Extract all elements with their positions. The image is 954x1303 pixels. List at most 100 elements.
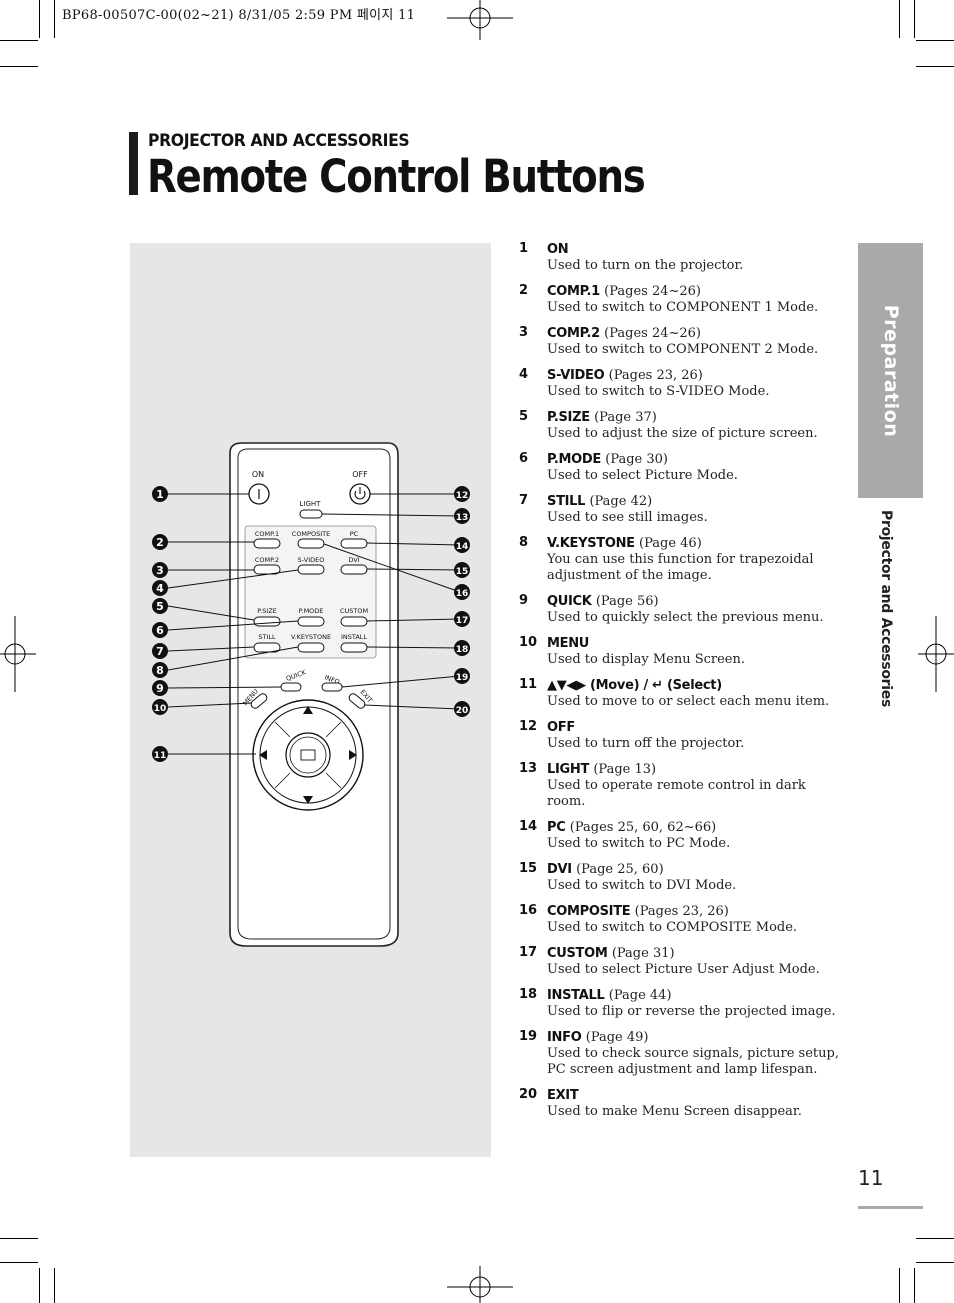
item-name: P.SIZE bbox=[547, 410, 590, 425]
svg-text:2: 2 bbox=[156, 536, 164, 549]
item-description: Used to make Menu Screen disappear. bbox=[547, 1104, 802, 1119]
crop-mark bbox=[54, 0, 55, 38]
callout-14: 14 bbox=[454, 537, 470, 553]
item-heading: COMP.1 (Pages 24~26) bbox=[547, 283, 839, 300]
item-heading: QUICK (Page 56) bbox=[547, 593, 839, 610]
vkeystone-button bbox=[297, 642, 325, 653]
item-name: ▲▼◀▶ (Move) / ↵ (Select) bbox=[547, 678, 722, 693]
item-name: INSTALL bbox=[547, 988, 605, 1003]
list-item: 2 COMP.1 (Pages 24~26)Used to switch to C… bbox=[519, 283, 839, 316]
item-heading: EXIT bbox=[547, 1087, 839, 1104]
item-heading: COMP.2 (Pages 24~26) bbox=[547, 325, 839, 342]
item-pages: (Pages 24~26) bbox=[604, 326, 702, 341]
item-pages: (Page 42) bbox=[589, 494, 653, 509]
item-description: Used to select Picture User Adjust Mode. bbox=[547, 962, 820, 977]
item-description: Used to switch to PC Mode. bbox=[547, 836, 731, 851]
item-description: Used to quickly select the previous menu… bbox=[547, 610, 824, 625]
svg-text:14: 14 bbox=[456, 542, 469, 552]
item-number: 5 bbox=[519, 409, 529, 424]
crop-mark bbox=[914, 1268, 915, 1303]
callout-1: 1 bbox=[152, 486, 168, 502]
callout-10: 10 bbox=[152, 699, 168, 715]
item-heading: INSTALL (Page 44) bbox=[547, 987, 839, 1004]
dpad-enter bbox=[285, 732, 331, 778]
item-heading: ON bbox=[547, 241, 839, 258]
svg-text:CUSTOM: CUSTOM bbox=[340, 607, 368, 615]
item-name: QUICK bbox=[547, 594, 592, 609]
item-number: 11 bbox=[519, 677, 538, 692]
chapter-tab-label: Preparation bbox=[879, 304, 902, 437]
item-heading: OFF bbox=[547, 719, 839, 736]
item-number: 1 bbox=[519, 241, 529, 256]
light-label: LIGHT bbox=[300, 500, 322, 508]
crop-mark bbox=[914, 0, 915, 38]
page-title: Remote Control Buttons bbox=[147, 150, 646, 203]
item-description: Used to switch to COMPONENT 2 Mode. bbox=[547, 342, 819, 357]
item-pages: (Pages 24~26) bbox=[604, 284, 702, 299]
crop-mark bbox=[39, 0, 40, 38]
svg-text:5: 5 bbox=[156, 600, 164, 613]
print-header: BP68-00507C-00(02~21) 8/31/05 2:59 PM 페이… bbox=[62, 8, 416, 23]
item-description: Used to check source signals, picture se… bbox=[547, 1046, 839, 1077]
item-name: ON bbox=[547, 242, 569, 257]
on-label: ON bbox=[252, 470, 264, 479]
item-number: 2 bbox=[519, 283, 529, 298]
svg-text:8: 8 bbox=[156, 664, 164, 677]
section-side-label: Projector and Accessories bbox=[858, 510, 898, 707]
item-pages: (Page 49) bbox=[585, 1030, 649, 1045]
list-item: 3 COMP.2 (Pages 24~26)Used to switch to C… bbox=[519, 325, 839, 358]
crop-mark bbox=[0, 1262, 38, 1263]
install-button bbox=[340, 642, 368, 653]
item-number: 8 bbox=[519, 535, 529, 550]
item-name: S-VIDEO bbox=[547, 368, 605, 383]
item-name: CUSTOM bbox=[547, 946, 608, 961]
item-number: 3 bbox=[519, 325, 529, 340]
callout-17: 17 bbox=[454, 611, 470, 627]
crop-mark bbox=[39, 1268, 40, 1303]
item-heading: STILL (Page 42) bbox=[547, 493, 839, 510]
svg-text:9: 9 bbox=[156, 682, 164, 695]
callout-8: 8 bbox=[152, 662, 168, 678]
item-name: LIGHT bbox=[547, 762, 590, 777]
item-description: Used to flip or reverse the projected im… bbox=[547, 1004, 836, 1019]
crop-mark bbox=[899, 1268, 900, 1303]
item-description: Used to see still images. bbox=[547, 510, 708, 525]
svg-text:19: 19 bbox=[456, 673, 469, 683]
item-name: P.MODE bbox=[547, 452, 601, 467]
callout-5: 5 bbox=[152, 598, 168, 614]
off-label: OFF bbox=[352, 470, 368, 479]
svg-text:COMP.1: COMP.1 bbox=[255, 530, 279, 538]
item-number: 7 bbox=[519, 493, 529, 508]
info-button bbox=[321, 682, 343, 692]
svg-text:P.SIZE: P.SIZE bbox=[257, 607, 277, 615]
callout-12: 12 bbox=[454, 486, 470, 502]
item-description: Used to move to or select each menu item… bbox=[547, 694, 830, 709]
registration-mark-bottom bbox=[447, 1266, 513, 1303]
item-name: EXIT bbox=[547, 1088, 579, 1103]
item-description: Used to switch to COMPONENT 1 Mode. bbox=[547, 300, 819, 315]
item-description: Used to adjust the size of picture scree… bbox=[547, 426, 818, 441]
dvi-button bbox=[340, 564, 368, 575]
item-number: 12 bbox=[519, 719, 538, 734]
crop-mark bbox=[0, 40, 38, 41]
registration-mark-left bbox=[0, 616, 36, 692]
item-number: 9 bbox=[519, 593, 529, 608]
svg-text:DVI: DVI bbox=[348, 556, 359, 564]
item-name: INFO bbox=[547, 1030, 582, 1045]
item-pages: (Page 56) bbox=[595, 594, 659, 609]
svg-text:17: 17 bbox=[456, 616, 469, 626]
item-description: Used to turn off the projector. bbox=[547, 736, 745, 751]
item-heading: COMPOSITE (Pages 23, 26) bbox=[547, 903, 839, 920]
light-button bbox=[299, 509, 323, 519]
item-name: V.KEYSTONE bbox=[547, 536, 635, 551]
svideo-button bbox=[297, 564, 325, 575]
item-number: 15 bbox=[519, 861, 538, 876]
item-heading: PC (Pages 25, 60, 62~66) bbox=[547, 819, 839, 836]
callout-6: 6 bbox=[152, 622, 168, 638]
